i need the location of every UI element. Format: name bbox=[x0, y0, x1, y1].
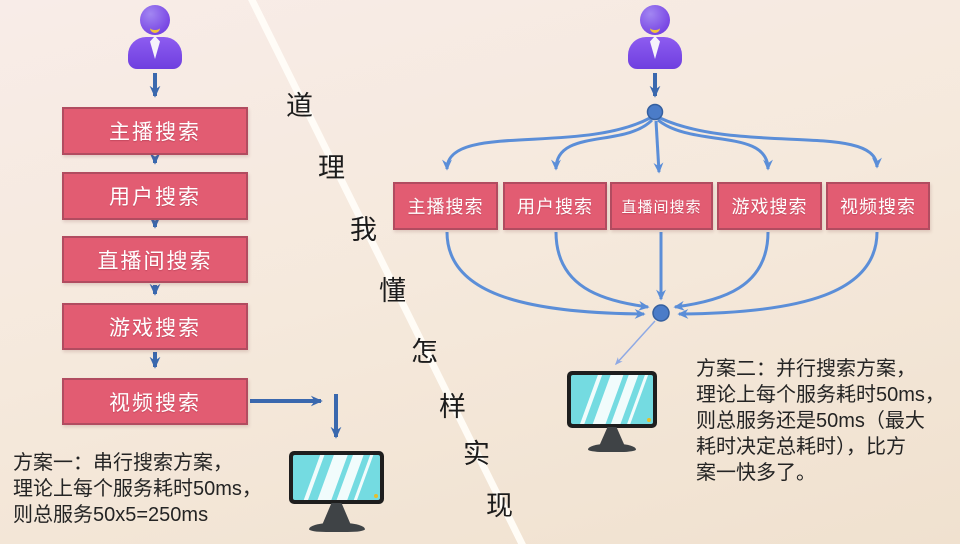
user-icon bbox=[627, 5, 683, 71]
caption-line: 方案二：并行搜索方案， bbox=[696, 358, 916, 380]
parallel-flow-box: 视频搜索 bbox=[826, 182, 930, 230]
monitor-screen bbox=[293, 455, 380, 500]
monitor-bezel bbox=[567, 371, 657, 428]
user-tie bbox=[150, 36, 160, 59]
junction-to-monitor-arrow bbox=[614, 320, 656, 366]
caption-line: 案一快多了。 bbox=[696, 462, 816, 484]
user-icon bbox=[127, 5, 183, 71]
user-tie bbox=[650, 36, 660, 59]
divider-char: 怎 bbox=[411, 337, 438, 367]
divider-char: 样 bbox=[439, 392, 466, 422]
divider-char: 懂 bbox=[379, 276, 406, 306]
monitor-base bbox=[308, 523, 365, 532]
serial-flow-box: 用户搜索 bbox=[62, 172, 248, 220]
parallel-flow-box: 游戏搜索 bbox=[717, 182, 822, 230]
serial-flow-box: 视频搜索 bbox=[62, 378, 248, 425]
divider-char: 理 bbox=[318, 153, 345, 183]
monitor-icon bbox=[289, 451, 384, 532]
serial-flow-arrows bbox=[149, 73, 661, 439]
monitor-icon bbox=[567, 371, 657, 452]
monitor-stand bbox=[322, 503, 351, 525]
user-smile bbox=[650, 24, 660, 33]
caption-line: 理论上每个服务耗时50ms， bbox=[13, 478, 262, 500]
monitor-base bbox=[588, 444, 636, 452]
serial-flow-box: 直播间搜索 bbox=[62, 236, 248, 283]
power-led bbox=[374, 494, 378, 498]
parallel-flow-box: 直播间搜索 bbox=[610, 182, 713, 230]
divider-char: 我 bbox=[350, 215, 377, 245]
divider-char: 实 bbox=[463, 439, 490, 469]
divider-line bbox=[248, 0, 526, 544]
caption-line: 方案一：串行搜索方案， bbox=[13, 452, 233, 474]
caption-line: 耗时决定总耗时），比方 bbox=[696, 436, 906, 458]
monitor-stand bbox=[599, 427, 625, 446]
divider-char: 现 bbox=[486, 491, 513, 521]
power-led bbox=[647, 418, 651, 422]
parallel-fanin-arrows bbox=[445, 231, 879, 319]
serial-flow-box: 主播搜索 bbox=[62, 107, 248, 155]
serial-plan-caption: 方案一：串行搜索方案， 理论上每个服务耗时50ms， 则总服务50x5=250m… bbox=[13, 450, 262, 528]
caption-line: 理论上每个服务耗时50ms， bbox=[696, 384, 945, 406]
junction-node-top bbox=[646, 103, 664, 121]
monitor-bezel bbox=[289, 451, 384, 504]
user-smile bbox=[150, 24, 160, 33]
serial-flow-box: 游戏搜索 bbox=[62, 303, 248, 350]
junction-node-bottom bbox=[652, 304, 670, 322]
parallel-flow-box: 主播搜索 bbox=[393, 182, 498, 230]
divider-char: 道 bbox=[286, 91, 313, 121]
parallel-fanout-arrows bbox=[442, 116, 882, 174]
caption-line: 则总服务50x5=250ms bbox=[13, 504, 209, 526]
monitor-screen bbox=[571, 375, 653, 424]
parallel-plan-caption: 方案二：并行搜索方案， 理论上每个服务耗时50ms， 则总服务还是50ms（最大… bbox=[696, 356, 945, 486]
parallel-flow-box: 用户搜索 bbox=[503, 182, 607, 230]
caption-line: 则总服务还是50ms（最大 bbox=[696, 410, 925, 432]
